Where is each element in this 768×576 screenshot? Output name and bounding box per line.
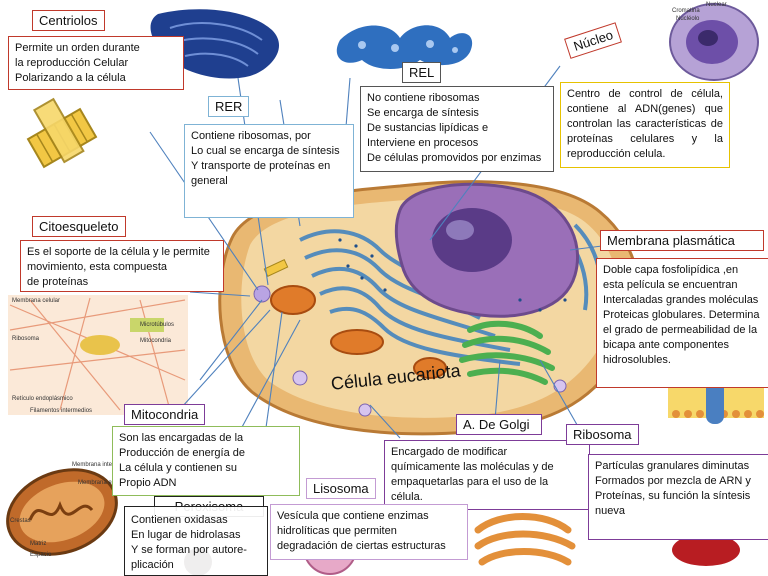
mitochondria-illustration <box>6 468 118 556</box>
eukaryotic-cell <box>218 180 641 436</box>
title-golgi: A. De Golgi <box>456 414 542 435</box>
mito-micro-label-2: Membrana externa <box>78 480 129 486</box>
centriole-illustration <box>26 97 98 169</box>
cyto-micro-label-5: Retículo endoplásmico <box>12 396 73 402</box>
cyto-micro-label-1: Membrana celular <box>12 298 60 304</box>
cyto-micro-label-6: Filamentos intermedios <box>30 408 92 414</box>
mito-micro-label-4: Matriz <box>30 541 46 547</box>
cyto-micro-label-3: Ribosoma <box>12 336 40 342</box>
box-centriolos: Permite un orden durante la reproducción… <box>8 36 184 90</box>
box-citoesqueleto: Es el soporte de la célula y le permite … <box>20 240 224 292</box>
box-rel: No contiene ribosomas Se encarga de sínt… <box>360 86 554 172</box>
mito-micro-label-5: Espacio <box>30 552 52 558</box>
box-lisosoma: Vesícula que contiene enzimas hidrolític… <box>270 504 468 560</box>
title-lisosoma: Lisosoma <box>306 478 376 499</box>
title-rer: RER <box>208 96 250 117</box>
box-ribosoma: Partículas granulares diminutas Formados… <box>588 454 768 540</box>
rel-illustration <box>336 25 473 69</box>
title-citoesqueleto: Citoesqueleto <box>32 216 126 237</box>
golgi-illustration <box>474 513 576 566</box>
box-membrana: Doble capa fosfolipídica ,en esta pelícu… <box>596 258 768 388</box>
box-golgi: Encargado de modificar químicamente las … <box>384 440 590 510</box>
box-nucleo: Centro de control de célula, contiene al… <box>560 82 730 168</box>
title-centriolos: Centriolos <box>32 10 105 31</box>
nucleus-micro-label-1: Cromatina <box>672 8 700 14</box>
mito-micro-label-1: Membrana interna <box>72 462 121 468</box>
mito-micro-label-3: Crestas <box>10 518 31 524</box>
title-mitocondria: Mitocondria <box>124 404 206 425</box>
title-membrana: Membrana plasmática <box>600 230 764 251</box>
cyto-micro-label-2: Microtúbulos <box>140 322 174 328</box>
title-rel: REL <box>402 62 442 83</box>
title-ribosoma: Ribosoma <box>566 424 639 445</box>
box-rer: Contiene ribosomas, por Lo cual se encar… <box>184 124 354 218</box>
box-peroxisoma: Contienen oxidasas En lugar de hidrolasa… <box>124 506 268 576</box>
cyto-micro-label-4: Mitocondria <box>140 338 172 344</box>
nucleus-micro-label-2: Nucléolo <box>676 16 700 22</box>
cytoskeleton-illustration <box>8 295 188 415</box>
nucleus-micro-label-3: Nuclear <box>706 2 727 8</box>
nucleus-illustration <box>669 3 759 81</box>
box-mitocondria: Son las encargadas de la Producción de e… <box>112 426 300 496</box>
